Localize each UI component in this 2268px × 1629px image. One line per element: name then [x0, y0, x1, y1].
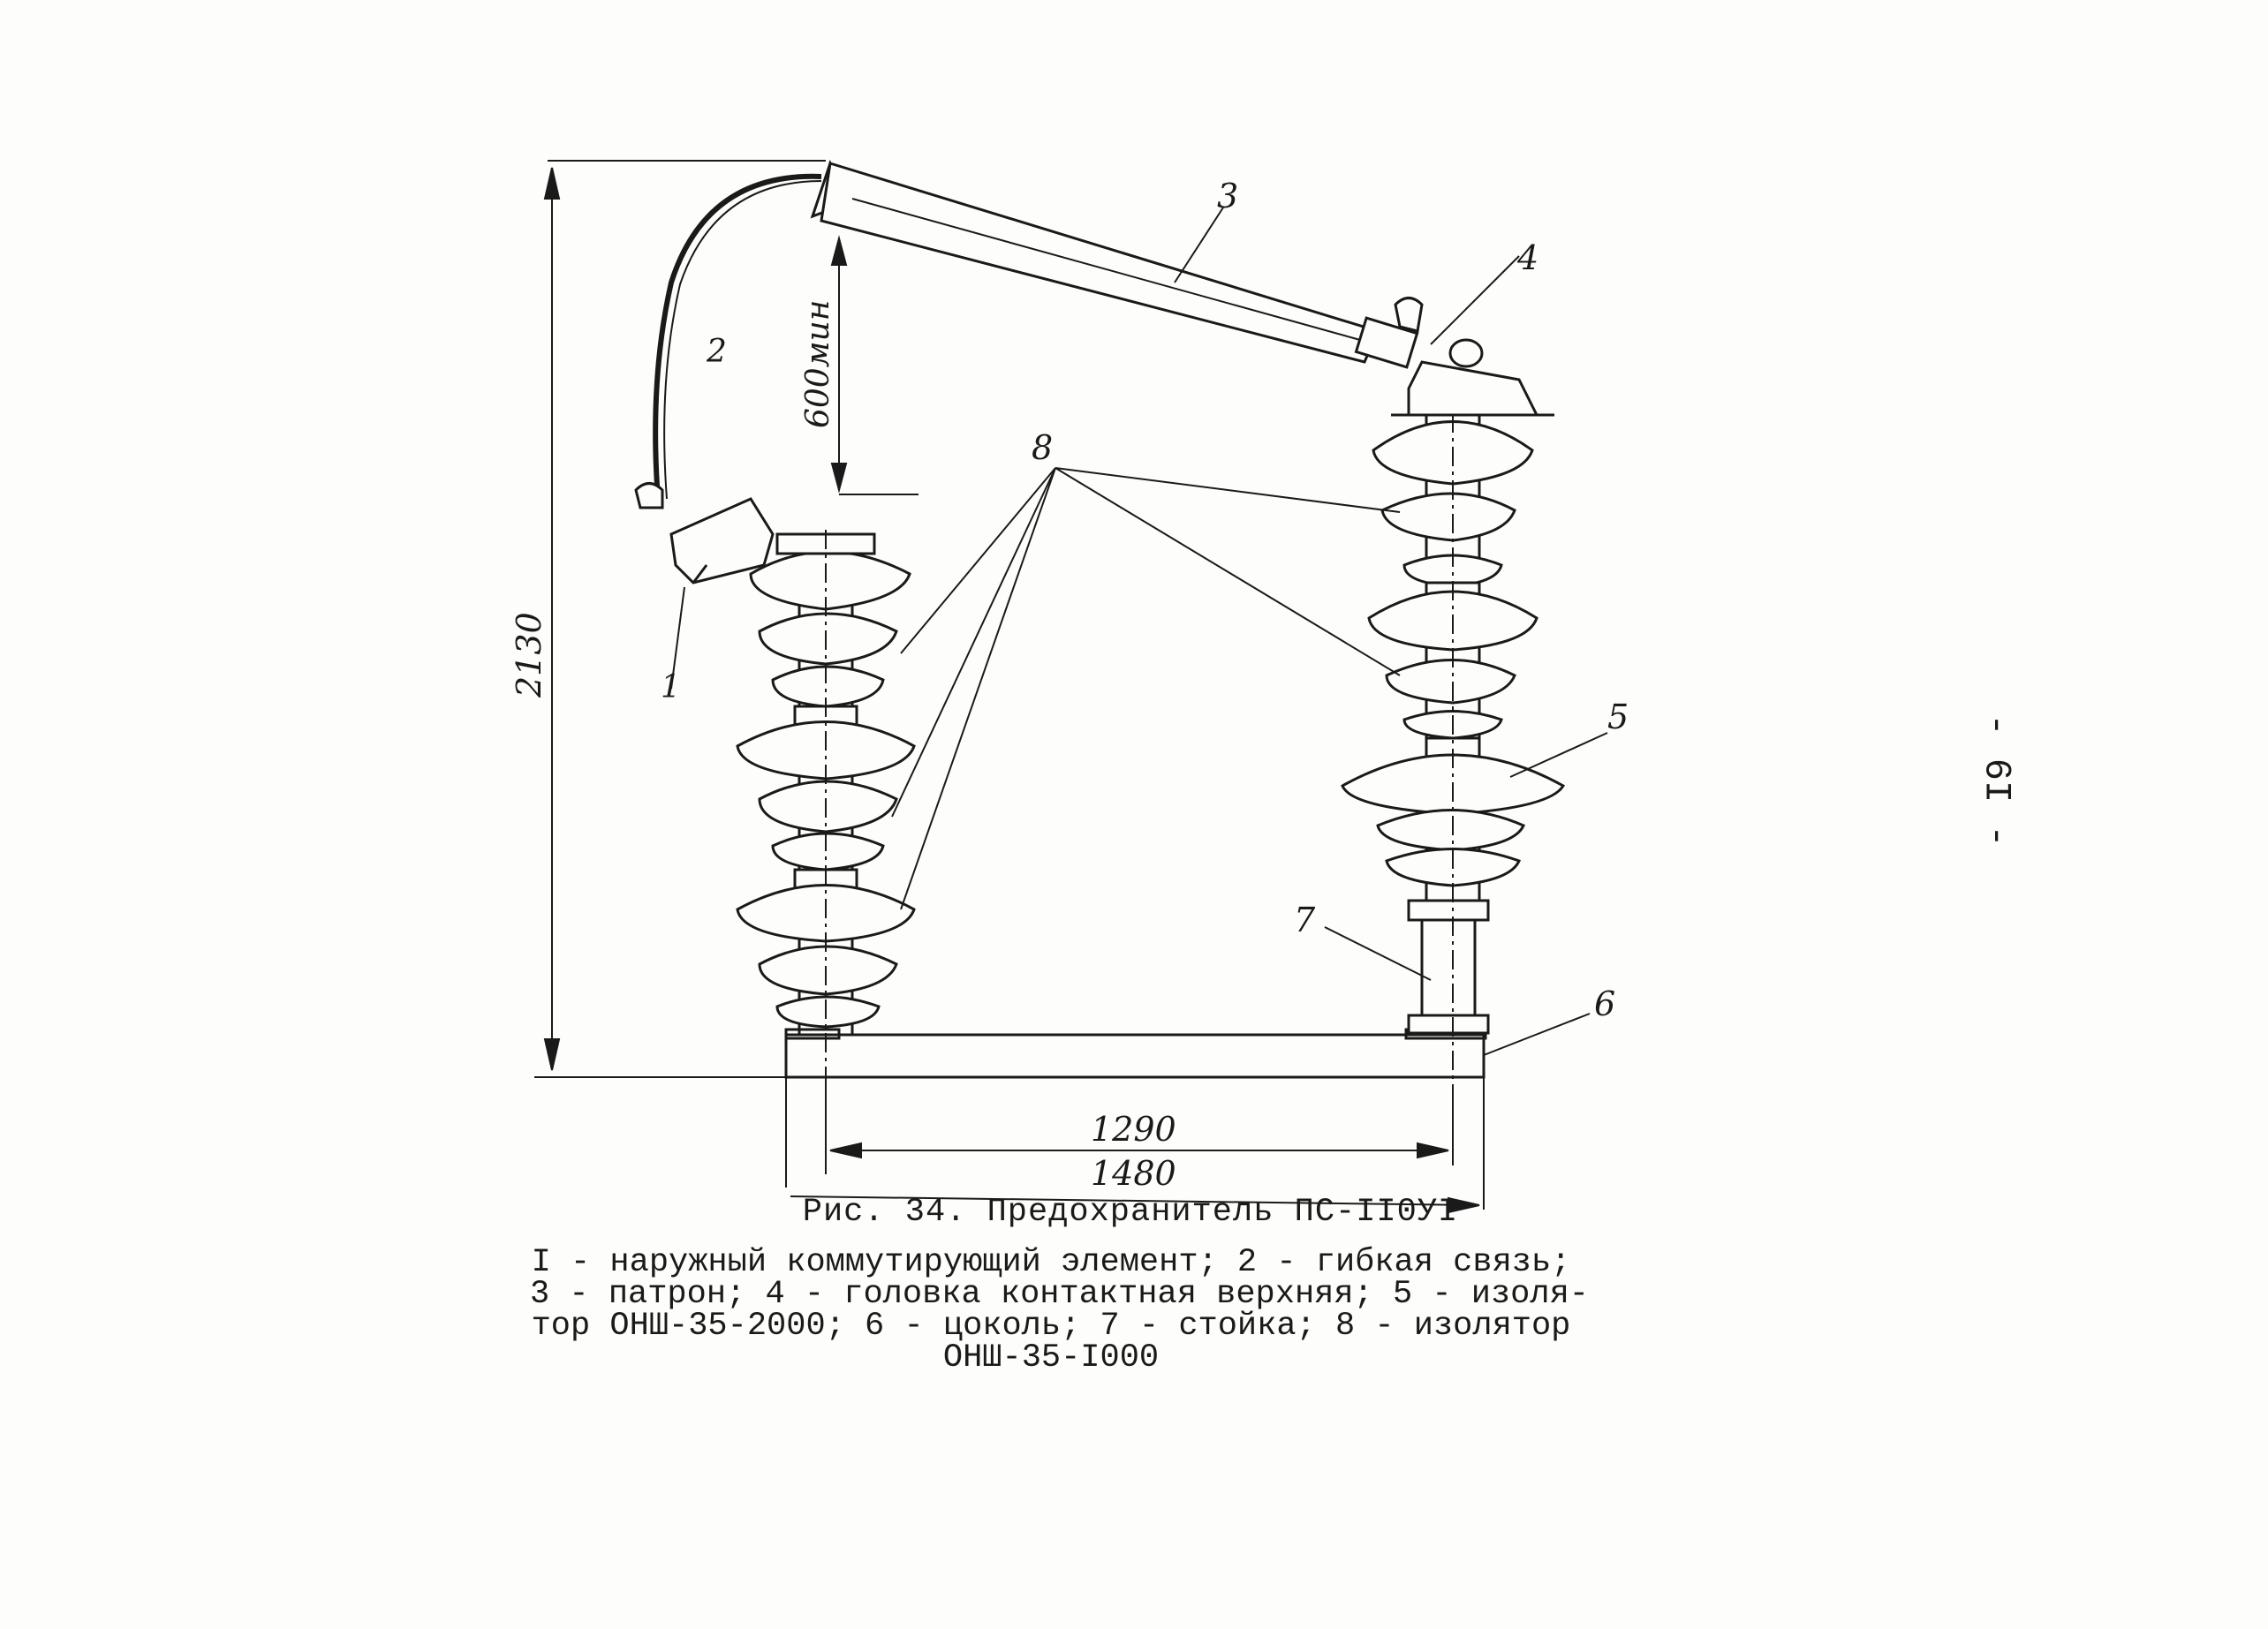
callout-1: 1 — [661, 669, 681, 705]
callout-5: 5 — [1607, 698, 1629, 736]
dim-clearance-label: 600мин — [800, 300, 836, 428]
callout-4: 4 — [1516, 238, 1538, 277]
callout-3: 3 — [1217, 177, 1238, 215]
page-number: - 6I - — [1975, 713, 2018, 848]
dimension-lines — [534, 160, 1485, 1214]
switching-element — [634, 482, 775, 584]
figure-caption: Рис. 34. Предохранитель ПС-II0УI — [802, 1194, 1459, 1231]
callout-7: 7 — [1294, 901, 1316, 939]
legend-line: тор ОНШ-35-2000; 6 - цоколь; 7 - стойка;… — [531, 1308, 1571, 1345]
left-insulator-column — [736, 530, 916, 1086]
callout-8: 8 — [1032, 428, 1053, 467]
dim-height-label: 2130 — [510, 612, 548, 698]
drawing-labels: 2130 600мин 1290 1480 1 2 3 4 5 6 7 8 — [510, 177, 1629, 1193]
callout-2: 2 — [706, 334, 727, 370]
base-plinth — [784, 1028, 1487, 1079]
legend-line: ОНШ-35-I000 — [942, 1339, 1160, 1376]
dim-span-outer-label: 1480 — [1091, 1154, 1176, 1193]
leader-lines — [670, 207, 1608, 1056]
flexible-link — [653, 173, 822, 500]
dim-span-inner-label: 1290 — [1091, 1110, 1176, 1149]
right-insulator-column — [1341, 360, 1566, 1086]
fuse-cartridge — [810, 159, 1484, 369]
legend-line: I - наружный коммутирующий элемент; 2 - … — [531, 1244, 1571, 1281]
figure-legend: I - наружный коммутирующий элемент; 2 - … — [530, 1244, 1589, 1376]
callout-6: 6 — [1594, 984, 1615, 1023]
legend-line: 3 - патрон; 4 - головка контактная верхн… — [530, 1276, 1589, 1313]
